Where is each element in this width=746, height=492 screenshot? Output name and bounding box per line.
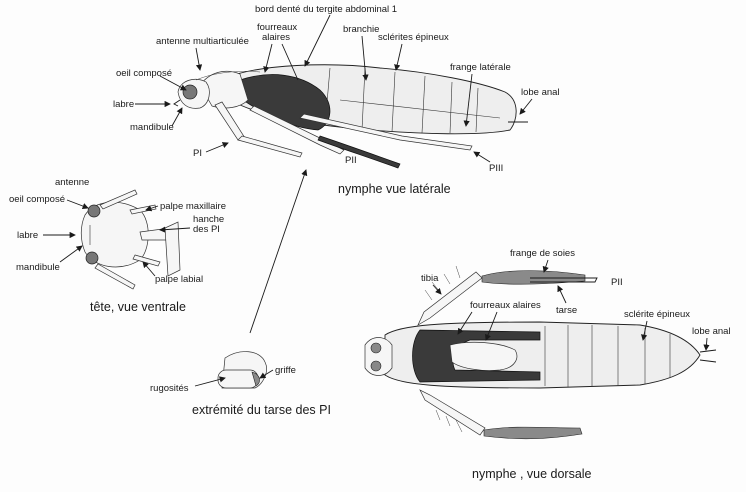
maxillary-palp	[129, 204, 157, 215]
fringe-dorsal-lower	[483, 426, 583, 440]
anal-lobes-dorsal	[699, 349, 717, 363]
label-sclerites-epineux: sclérites épineux	[378, 32, 449, 43]
label-pii-dorsal: PII	[611, 277, 623, 288]
label-mandibule-lateral: mandibule	[130, 122, 174, 133]
wing-pads-dorsal	[412, 329, 541, 383]
setae-fringe-dorsal	[481, 270, 586, 285]
label-bord-dente: bord denté du tergite abdominal 1	[255, 4, 397, 15]
caption-lateral-view: nymphe vue latérale	[338, 182, 451, 196]
head-ventral-labels: antenne oeil composé palpe maxillaire ha…	[9, 177, 226, 314]
label-lobe-anal-lateral: lobe anal	[521, 87, 560, 98]
tibia-dorsal	[417, 271, 483, 326]
caption-head-ventral: tête, vue ventrale	[90, 300, 186, 314]
eye-ventral-bottom	[85, 251, 99, 265]
femur-dorsal-lower	[419, 389, 486, 436]
caption-dorsal-view: nymphe , vue dorsale	[472, 467, 592, 481]
leg-pii-fringe	[317, 135, 401, 169]
leg-pi-tibia	[237, 135, 303, 158]
head-ventral-drawing	[80, 189, 181, 290]
caption-tarsus-detail: extrémité du tarse des PI	[192, 403, 331, 417]
label-palpe-labial: palpe labial	[155, 274, 203, 285]
label-tarse: tarse	[556, 305, 577, 316]
legs-lateral	[214, 101, 473, 169]
dorsal-view-drawing	[364, 265, 717, 440]
eye-ventral-top	[87, 204, 101, 218]
tarsus-detail-labels: griffe rugosités extrémité du tarse des …	[150, 365, 331, 417]
tarsus-detail-drawing	[217, 351, 267, 389]
label-palpe-maxillaire: palpe maxillaire	[160, 201, 226, 212]
compound-eye-lateral	[182, 84, 198, 100]
label-oeil-compose-lateral: oeil composé	[116, 68, 172, 79]
leg-pii-dorsal-upper	[417, 265, 598, 326]
eye-dorsal-bottom	[370, 360, 382, 372]
head-lateral	[173, 78, 210, 109]
antenna-lateral	[195, 71, 261, 81]
label-rugosites: rugosités	[150, 383, 189, 394]
label-lobe-anal-dorsal: lobe anal	[692, 326, 731, 337]
label-hanche-line1: hanche	[193, 214, 224, 225]
label-frange-laterale: frange latérale	[450, 62, 511, 73]
lateral-view-drawing	[173, 64, 528, 169]
label-fourreaux-alaires-dorsal: fourreaux alaires	[470, 300, 541, 311]
label-pi-lateral: PI	[193, 148, 202, 159]
thorax-dorsal	[449, 341, 518, 371]
label-pii-lateral: PII	[345, 155, 357, 166]
label-sclerite-epineux: sclérite épineux	[624, 309, 690, 320]
label-piii-lateral: PIII	[489, 163, 503, 174]
antenna-ventral-top	[99, 189, 138, 210]
label-antenne-multiarticulee: antenne multiarticulée	[156, 36, 249, 47]
abdomen-segments	[324, 67, 501, 134]
label-fourreaux-line1: fourreaux	[257, 22, 297, 33]
head-dorsal	[364, 337, 393, 376]
leg-stub-ventral	[164, 221, 181, 277]
label-oeil-compose-ventral: oeil composé	[9, 194, 65, 205]
dorsal-view-labels: frange de soies tibia PII tarse fourreau…	[421, 248, 731, 481]
label-mandibule-ventral: mandibule	[16, 262, 60, 273]
label-labre-ventral: labre	[17, 230, 38, 241]
arrow-tarsus-to-pi	[249, 169, 308, 334]
leg-dorsal-lower	[419, 389, 583, 440]
lateral-view-labels: bord denté du tergite abdominal 1 fourre…	[113, 4, 560, 196]
antenna-ventral-bottom	[94, 263, 136, 290]
leg-piii-lateral	[299, 113, 473, 151]
label-labre-lateral: labre	[113, 99, 134, 110]
label-fourreaux-line2: alaires	[262, 32, 290, 43]
label-griffe: griffe	[275, 365, 296, 376]
labial-palp	[132, 254, 161, 267]
claw	[251, 371, 260, 387]
leg-pii-lateral	[249, 105, 345, 155]
eye-dorsal-top	[370, 342, 382, 354]
label-hanche-line2: des PI	[193, 224, 220, 235]
label-tibia: tibia	[421, 273, 439, 284]
label-antenne-ventral: antenne	[55, 177, 89, 188]
label-branchie: branchie	[343, 24, 379, 35]
label-frange-de-soies: frange de soies	[510, 248, 575, 259]
